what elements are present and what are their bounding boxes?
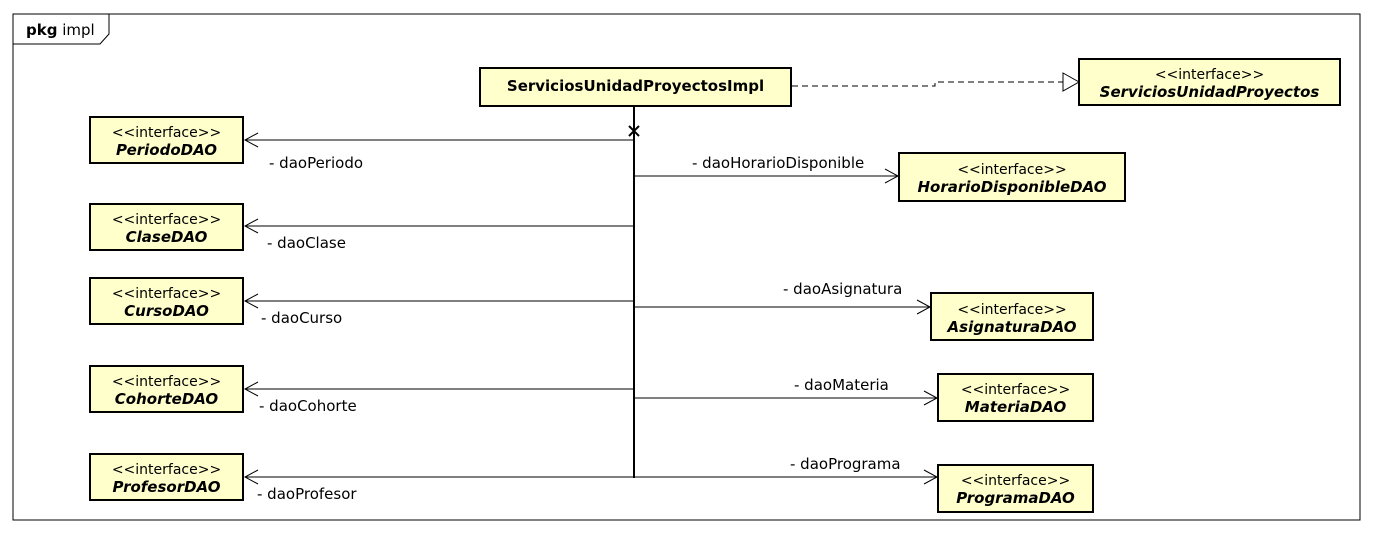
interface-name: CursoDAO <box>124 302 209 320</box>
role-label-curso: - daoCurso <box>261 309 343 327</box>
interface-name: ProgramaDAO <box>956 489 1075 507</box>
package-name: impl <box>62 21 95 39</box>
package-frame <box>12 13 1361 521</box>
package-keyword: pkg <box>26 21 58 39</box>
interface-stereotype: <<interface>> <box>111 462 222 478</box>
impl-class-name: ServiciosUnidadProyectosImpl <box>506 77 765 95</box>
role-label-materia: - daoMateria <box>794 376 889 394</box>
role-label-periodo: - daoPeriodo <box>269 154 364 172</box>
interface-stereotype: <<interface>> <box>111 286 222 302</box>
interface-box-profesor[interactable]: <<interface>> ProfesorDAO <box>89 453 244 501</box>
package-label: pkg impl <box>26 21 95 39</box>
interface-stereotype: <<interface>> <box>1154 67 1265 83</box>
impl-class-box[interactable]: ServiciosUnidadProyectosImpl <box>479 67 792 107</box>
interface-box-clase[interactable]: <<interface>> ClaseDAO <box>89 203 244 251</box>
interface-name: AsignaturaDAO <box>947 318 1077 336</box>
role-label-clase: - daoClase <box>267 234 346 252</box>
interface-stereotype: <<interface>> <box>111 212 222 228</box>
interface-name: MateriaDAO <box>964 398 1067 416</box>
role-label-asignatura: - daoAsignatura <box>783 280 903 298</box>
interface-box-materia[interactable]: <<interface>> MateriaDAO <box>937 373 1094 422</box>
interface-name: ProfesorDAO <box>112 478 221 496</box>
role-label-horario-disponible: - daoHorarioDisponible <box>692 154 865 172</box>
realization-arrowhead <box>1062 72 1081 92</box>
interface-name: PeriodoDAO <box>115 141 217 159</box>
role-label-programa: - daoPrograma <box>790 455 901 473</box>
interface-box-servicios[interactable]: <<interface>> ServiciosUnidadProyectos <box>1078 58 1341 106</box>
realization-line <box>792 81 1063 87</box>
interface-name: ServiciosUnidadProyectos <box>1099 83 1320 101</box>
interface-box-horario-disponible[interactable]: <<interface>> HorarioDisponibleDAO <box>898 152 1126 202</box>
non-navigable-x-icon <box>628 125 640 137</box>
interface-box-curso[interactable]: <<interface>> CursoDAO <box>89 277 244 325</box>
interface-box-periodo[interactable]: <<interface>> PeriodoDAO <box>89 116 244 164</box>
role-label-profesor: - daoProfesor <box>257 485 357 503</box>
interface-stereotype: <<interface>> <box>957 162 1067 178</box>
role-label-cohorte: - daoCohorte <box>259 397 357 415</box>
interface-box-cohorte[interactable]: <<interface>> CohorteDAO <box>89 365 244 413</box>
interface-box-asignatura[interactable]: <<interface>> AsignaturaDAO <box>930 292 1094 341</box>
package-tab <box>13 14 110 45</box>
interface-stereotype: <<interface>> <box>957 302 1067 318</box>
interface-stereotype: <<interface>> <box>111 125 222 141</box>
left-dependency-lines <box>243 132 634 485</box>
interface-box-programa[interactable]: <<interface>> ProgramaDAO <box>937 464 1094 513</box>
interface-name: ClaseDAO <box>125 228 208 246</box>
interface-stereotype: <<interface>> <box>960 473 1071 489</box>
interface-stereotype: <<interface>> <box>960 382 1071 398</box>
interface-stereotype: <<interface>> <box>111 374 222 390</box>
right-dependency-lines <box>634 168 939 485</box>
interface-name: HorarioDisponibleDAO <box>917 178 1107 196</box>
interface-name: CohorteDAO <box>114 390 219 408</box>
